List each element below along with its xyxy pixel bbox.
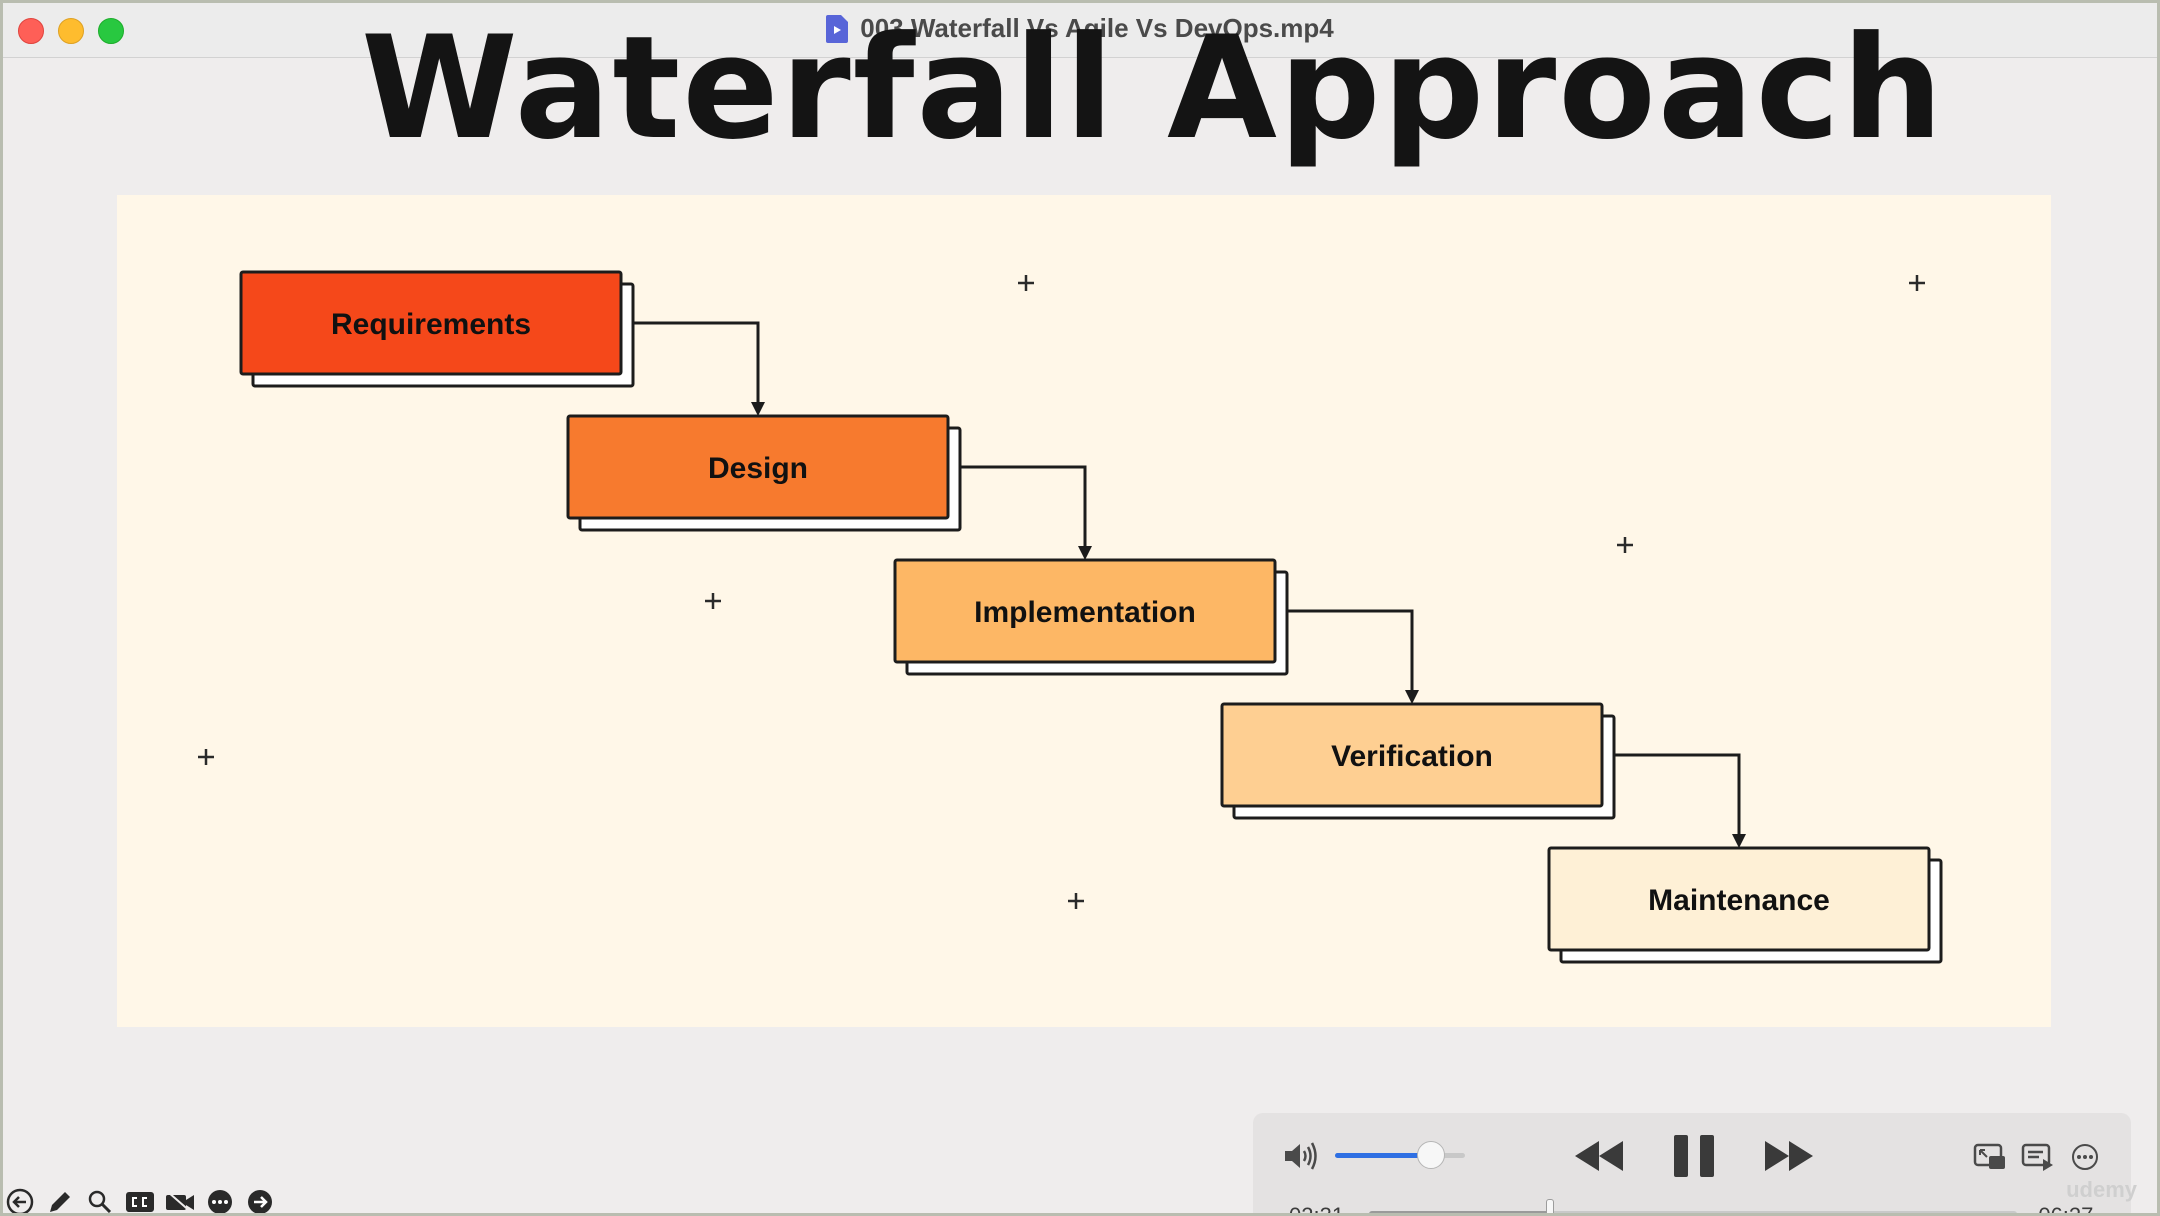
player-controls: 02:31 -06:27 [1253,1113,2131,1216]
plus-marker [198,749,214,765]
more-icon[interactable] [2071,1143,2099,1171]
step-box [239,270,623,376]
annotation-toolbar [5,1185,275,1213]
subtitles-icon[interactable] [2021,1143,2055,1171]
plus-marker [1909,275,1925,291]
flow-arrowhead [1078,546,1092,560]
waterfall-diagram-svg: RequirementsDesignImplementationVerifica… [198,270,1943,964]
step-label: Design [708,452,808,485]
step-label: Requirements [331,308,531,341]
step-maintenance: Maintenance [1547,846,1943,964]
minimize-window-button[interactable] [58,18,84,44]
flow-arrow [633,321,760,404]
video-file-icon [826,14,849,43]
forward-icon[interactable] [245,1187,275,1213]
step-box [1547,846,1931,952]
fast-forward-icon[interactable] [1763,1139,1815,1173]
plus-marker [1617,537,1633,553]
step-box [566,414,950,520]
step-label: Implementation [974,596,1196,629]
flow-arrowhead [751,402,765,416]
speaker-icon[interactable] [1283,1141,1319,1171]
more-options-icon[interactable] [205,1187,235,1213]
window-title-area: 003 Waterfall Vs Agile Vs DevOps.mp4 [3,13,2157,44]
title-bar: 003 Waterfall Vs Agile Vs DevOps.mp4 [3,3,2157,58]
step-label: Verification [1331,740,1493,773]
step-design: Design [566,414,962,532]
pencil-icon[interactable] [45,1187,75,1213]
seek-bar[interactable] [1369,1211,2017,1213]
slide-title: Waterfall Approach [361,6,1945,171]
rewind-icon[interactable] [1573,1139,1625,1173]
step-requirements: Requirements [239,270,635,388]
pause-icon[interactable] [1672,1133,1716,1179]
plus-marker [705,593,721,609]
volume-slider-knob[interactable] [1417,1141,1446,1169]
seek-bar-fill [1369,1211,1551,1213]
remaining-time: -06:27 [2031,1203,2094,1216]
seek-bar-knob[interactable] [1546,1199,1555,1213]
picture-in-picture-icon[interactable] [1973,1143,2007,1171]
flow-arrow [960,465,1087,548]
volume-slider-fill [1335,1153,1432,1158]
step-verification: Verification [1220,702,1616,820]
flow-arrow [1287,609,1414,692]
back-icon[interactable] [5,1187,35,1213]
current-time: 02:31 [1289,1203,1345,1216]
step-box [893,558,1277,664]
closed-captions-icon[interactable] [125,1187,155,1213]
flow-arrowhead [1732,834,1746,848]
step-implementation: Implementation [893,558,1289,676]
plus-marker [1068,893,1084,909]
camera-off-icon[interactable] [165,1187,195,1213]
step-box [1220,702,1604,808]
magnifier-icon[interactable] [85,1187,115,1213]
close-window-button[interactable] [18,18,44,44]
maximize-window-button[interactable] [98,18,124,44]
flow-arrowhead [1405,690,1419,704]
watermark: udemy [2066,1177,2137,1202]
plus-marker [1018,275,1034,291]
volume-slider[interactable] [1335,1153,1465,1158]
flow-arrow [1614,753,1741,836]
step-label: Maintenance [1648,884,1830,917]
window-title: 003 Waterfall Vs Agile Vs DevOps.mp4 [860,13,1334,43]
